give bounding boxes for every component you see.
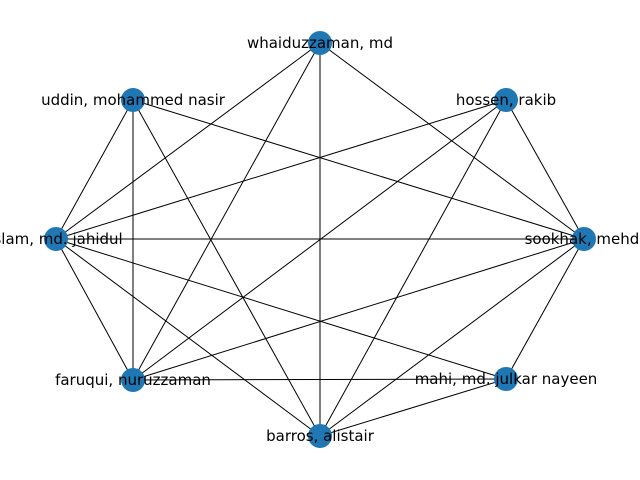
node-islam bbox=[44, 227, 68, 251]
edge-hossen-sookhak bbox=[505, 99, 585, 240]
node-label-whaiduzzaman: whaiduzzaman, md bbox=[247, 34, 393, 52]
edges-layer bbox=[55, 42, 585, 437]
node-label-uddin: uddin, mohammed nasir bbox=[41, 91, 226, 109]
edge-hossen-barros bbox=[319, 99, 507, 437]
node-label-mahi: mahi, md. julkar nayeen bbox=[415, 370, 598, 388]
edge-sookhak-faruqui bbox=[132, 238, 585, 381]
node-faruqui bbox=[121, 368, 145, 392]
labels-layer: whaiduzzaman, md hossen, rakib sookhak, me… bbox=[0, 34, 640, 445]
edge-barros-uddin bbox=[132, 99, 321, 437]
node-hossen bbox=[494, 88, 518, 112]
node-label-islam: islam, md. jahidul bbox=[0, 230, 123, 248]
node-whaiduzzaman bbox=[308, 31, 332, 55]
edge-barros-islam bbox=[55, 238, 321, 437]
edge-mahi-faruqui bbox=[132, 378, 507, 381]
edge-hossen-faruqui bbox=[132, 99, 507, 381]
node-label-barros: barros, alistair bbox=[266, 427, 375, 445]
node-label-hossen: hossen, rakib bbox=[456, 91, 556, 109]
edge-sookhak-mahi bbox=[505, 238, 585, 380]
edge-sookhak-barros bbox=[319, 238, 585, 437]
node-mahi bbox=[494, 367, 518, 391]
node-uddin bbox=[121, 88, 145, 112]
nodes-layer bbox=[44, 31, 596, 448]
edge-hossen-islam bbox=[55, 99, 507, 240]
node-label-sookhak: sookhak, mehdi bbox=[525, 230, 640, 248]
edge-mahi-islam bbox=[55, 238, 507, 380]
node-sookhak bbox=[572, 227, 596, 251]
edge-sookhak-uddin bbox=[132, 99, 585, 240]
edge-whaiduzzaman-faruqui bbox=[132, 42, 321, 381]
edge-islam-uddin bbox=[55, 99, 134, 240]
node-label-faruqui: faruqui, nuruzzaman bbox=[55, 371, 211, 389]
edge-mahi-barros bbox=[319, 378, 507, 437]
node-barros bbox=[308, 424, 332, 448]
edge-faruqui-islam bbox=[55, 238, 134, 381]
edge-whaiduzzaman-islam bbox=[55, 42, 321, 240]
